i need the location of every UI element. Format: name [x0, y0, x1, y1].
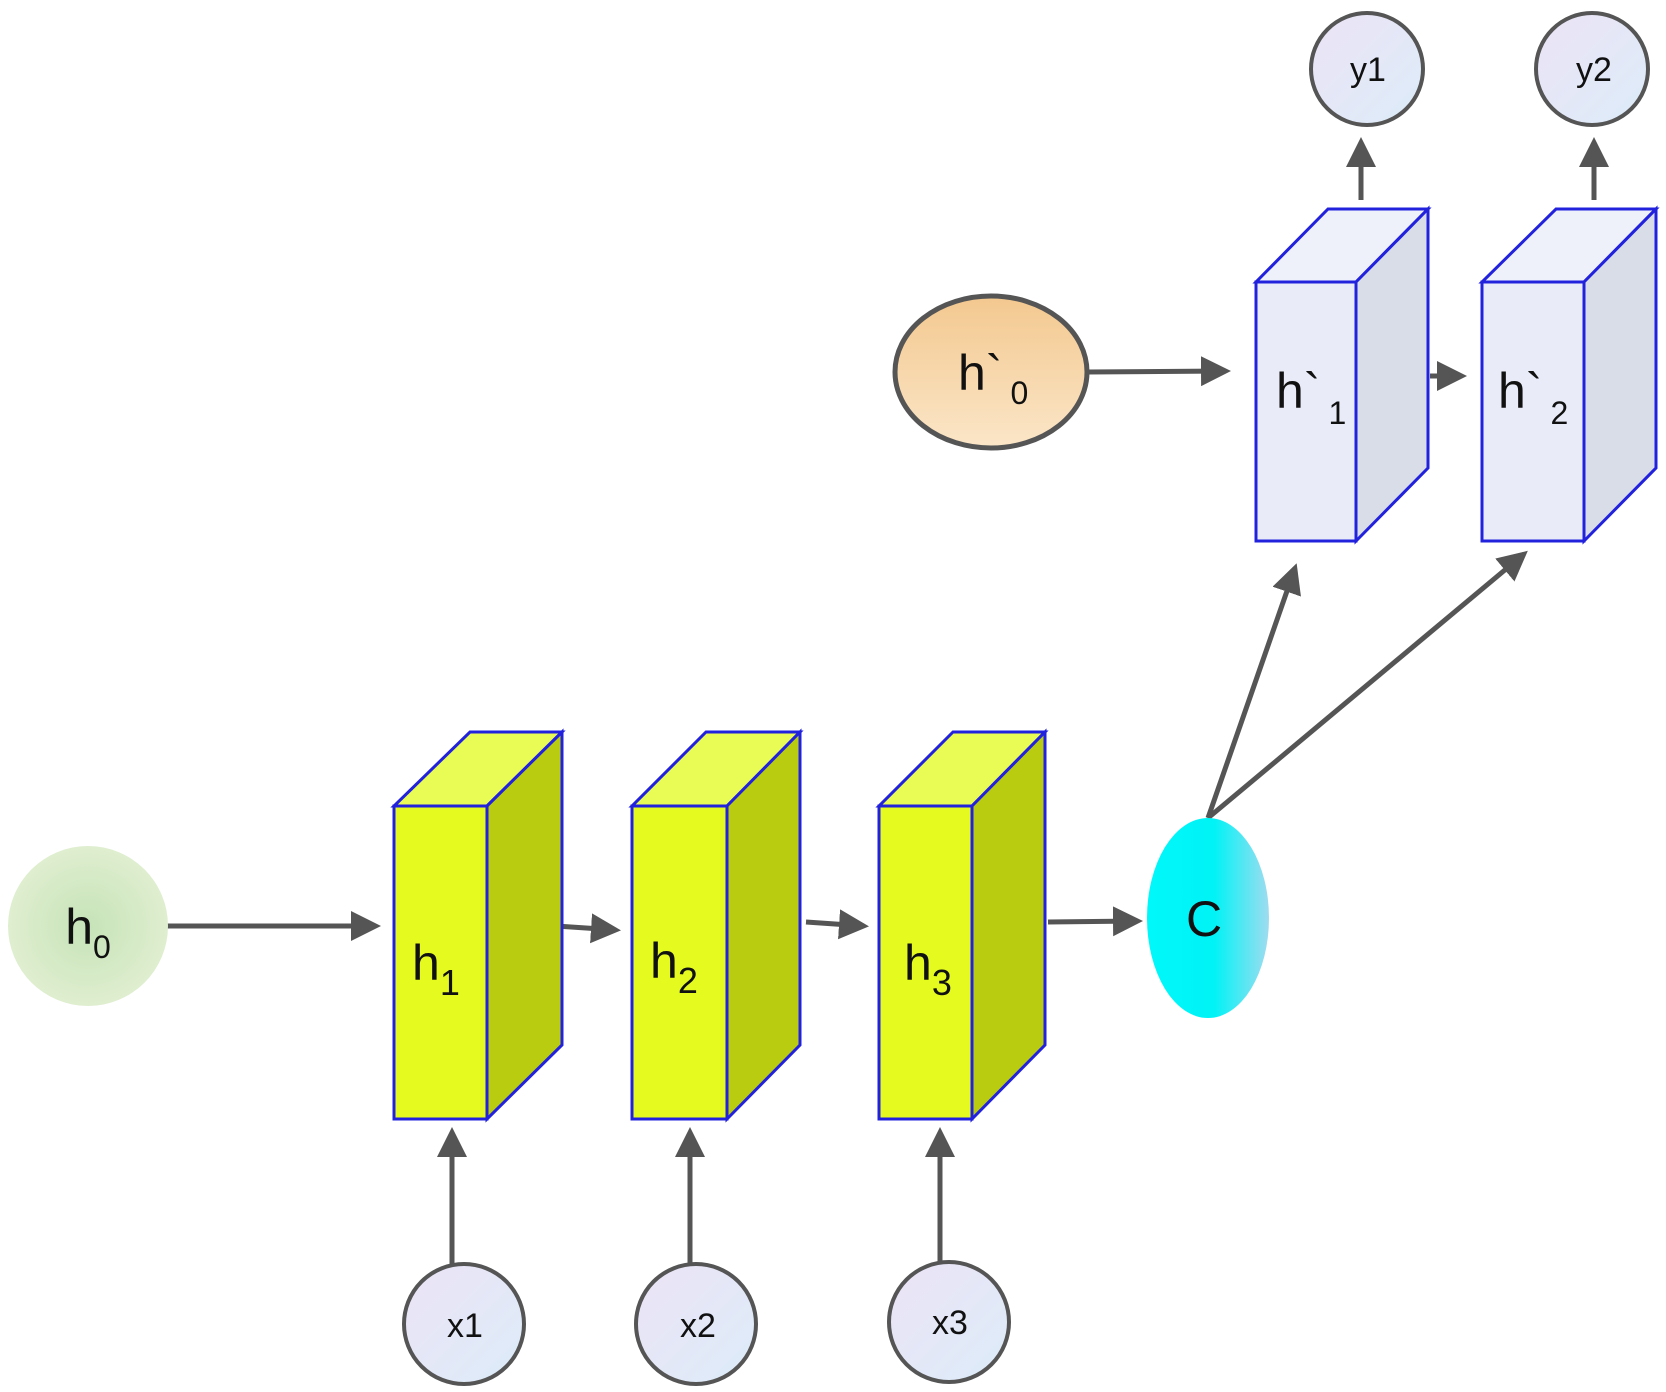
node-y1-label: y1	[1350, 51, 1386, 89]
decoder-cell-hp2: h`2	[1478, 205, 1660, 545]
node-hp0: h`0	[892, 293, 1090, 451]
node-hp0-base: h`	[958, 345, 1002, 401]
node-y1: y1	[1309, 11, 1425, 127]
node-x2-label: x2	[680, 1307, 716, 1345]
context-vector: C	[1147, 818, 1269, 1018]
encoder-cell-h2-base: h	[650, 933, 678, 989]
svg-text:h`0: h`0	[958, 345, 1028, 411]
node-hp0-sub: 0	[1010, 375, 1028, 411]
decoder-cell-hp2-sub: 2	[1550, 395, 1568, 431]
edge-c-hp2	[1206, 550, 1528, 820]
edge-c-hp1	[1205, 563, 1301, 819]
edge-h3-c	[1047, 906, 1143, 937]
svg-text:h0: h0	[65, 899, 111, 965]
encoder-cell-h3-sub: 3	[932, 962, 952, 1003]
node-y2-label: y2	[1576, 51, 1612, 89]
node-x3: x3	[887, 1260, 1011, 1384]
decoder-cell-hp1: h`1	[1252, 205, 1432, 545]
edge-hp0-hp1	[1087, 356, 1231, 387]
svg-text:h`2: h`2	[1498, 363, 1568, 431]
node-h0: h0	[8, 846, 168, 1006]
decoder-cell-hp1-sub: 1	[1328, 395, 1346, 431]
svg-text:h2: h2	[650, 933, 698, 1001]
edge-h1-h2	[555, 913, 621, 944]
encoder-cell-h1: h1	[390, 728, 566, 1123]
edge-h2-h3	[805, 909, 869, 940]
context-label: C	[1186, 891, 1222, 947]
encoder-cell-h1-sub: 1	[440, 962, 460, 1003]
node-x1: x1	[402, 1262, 526, 1386]
node-x2: x2	[634, 1262, 758, 1386]
encoder-cell-h2: h2	[628, 728, 804, 1123]
encoder-cell-h2-sub: 2	[678, 960, 698, 1001]
decoder-cell-hp2-base: h`	[1498, 363, 1542, 419]
node-x3-label: x3	[932, 1304, 968, 1342]
svg-text:h1: h1	[412, 935, 460, 1003]
svg-text:h3: h3	[904, 935, 952, 1003]
encoder-cell-h3: h3	[875, 728, 1049, 1123]
node-h0-base: h	[65, 899, 93, 955]
encoder-cell-h3-base: h	[904, 935, 932, 991]
node-h0-sub: 0	[93, 929, 111, 965]
decoder-cell-hp1-base: h`	[1276, 363, 1320, 419]
svg-text:h`1: h`1	[1276, 363, 1346, 431]
encoder-cell-h1-base: h	[412, 935, 440, 991]
node-y2: y2	[1534, 11, 1650, 127]
node-x1-label: x1	[447, 1307, 483, 1345]
